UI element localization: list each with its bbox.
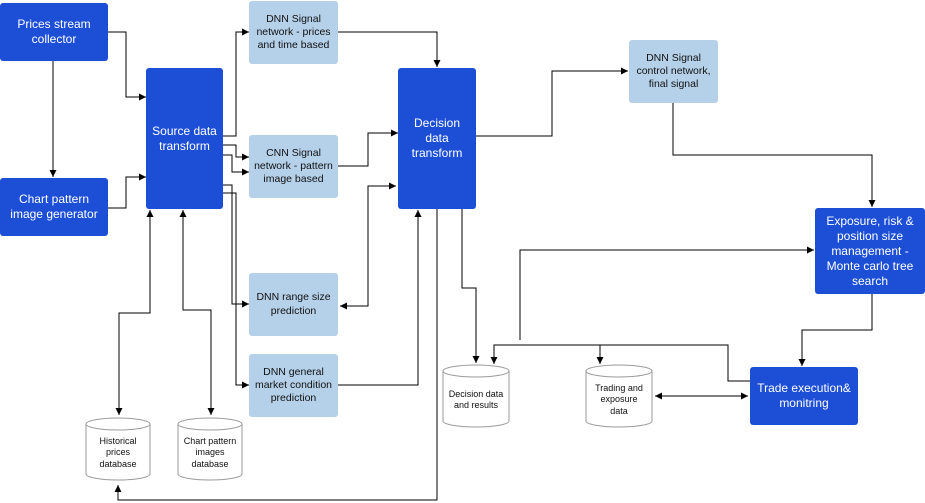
dnn-general-market-prediction: DNN general market condition prediction [249, 354, 338, 417]
edge-decision-to-historical [114, 187, 438, 501]
prices-stream-collector: Prices stream collector [0, 3, 108, 61]
trade-execution-monitoring: Trade execution& monitring [750, 367, 858, 425]
edge-source-historical [115, 210, 154, 415]
edge-control-to-exposure [672, 103, 876, 207]
decision-data-database-cylinder [442, 364, 510, 428]
edge-decision-to-control [476, 67, 628, 137]
edge-to-exposure-feedback [519, 246, 814, 340]
edge-source-to-dnn-prices [222, 28, 249, 137]
cnn-signal-pattern: CNN Signal network - pattern image based [249, 135, 338, 198]
edge-source-to-general [222, 192, 249, 389]
trading-exposure-database-cylinder [585, 364, 653, 428]
dnn-signal-prices-time: DNN Signal network - prices and time bas… [249, 1, 338, 64]
edge-chartgen-to-source [108, 173, 146, 209]
edge-collector-to-source [108, 31, 146, 101]
edge-source-chartimages [179, 210, 215, 415]
exposure-risk-management: Exposure, risk & position size managemen… [815, 208, 925, 294]
decision-data-transform: Decision data transform [398, 68, 476, 209]
edge-dnnprices-to-decision [338, 31, 441, 67]
edge-source-to-cnn [222, 144, 249, 161]
source-data-transform: Source data transform [146, 68, 223, 209]
edge-cnn-to-decision [338, 129, 398, 167]
edge-source-to-range [222, 184, 249, 308]
edge-exposure-to-trade [798, 294, 873, 366]
chart-pattern-images-database-label: Chart pattern images database [183, 436, 237, 469]
edge-general-to-decision [338, 210, 422, 386]
edge-decision-to-db [461, 208, 480, 363]
dnn-range-size-prediction: DNN range size prediction [249, 273, 338, 336]
edge-trade-to-dbs [490, 344, 750, 382]
trading-exposure-data-label: Trading and exposure data [595, 383, 643, 416]
dnn-signal-control-network: DNN Signal control network, final signal [629, 40, 718, 103]
edge-range-decision [340, 182, 396, 310]
chart-pattern-image-generator: Chart pattern image generator [0, 178, 108, 236]
historical-prices-database-label: Historical prices database [99, 436, 137, 469]
edge-source-to-cnn-2 [222, 154, 249, 176]
decision-data-results-label: Decision data and results [448, 388, 504, 410]
chart-pattern-images-database-cylinder [177, 417, 243, 481]
historical-prices-database-cylinder [85, 417, 151, 481]
